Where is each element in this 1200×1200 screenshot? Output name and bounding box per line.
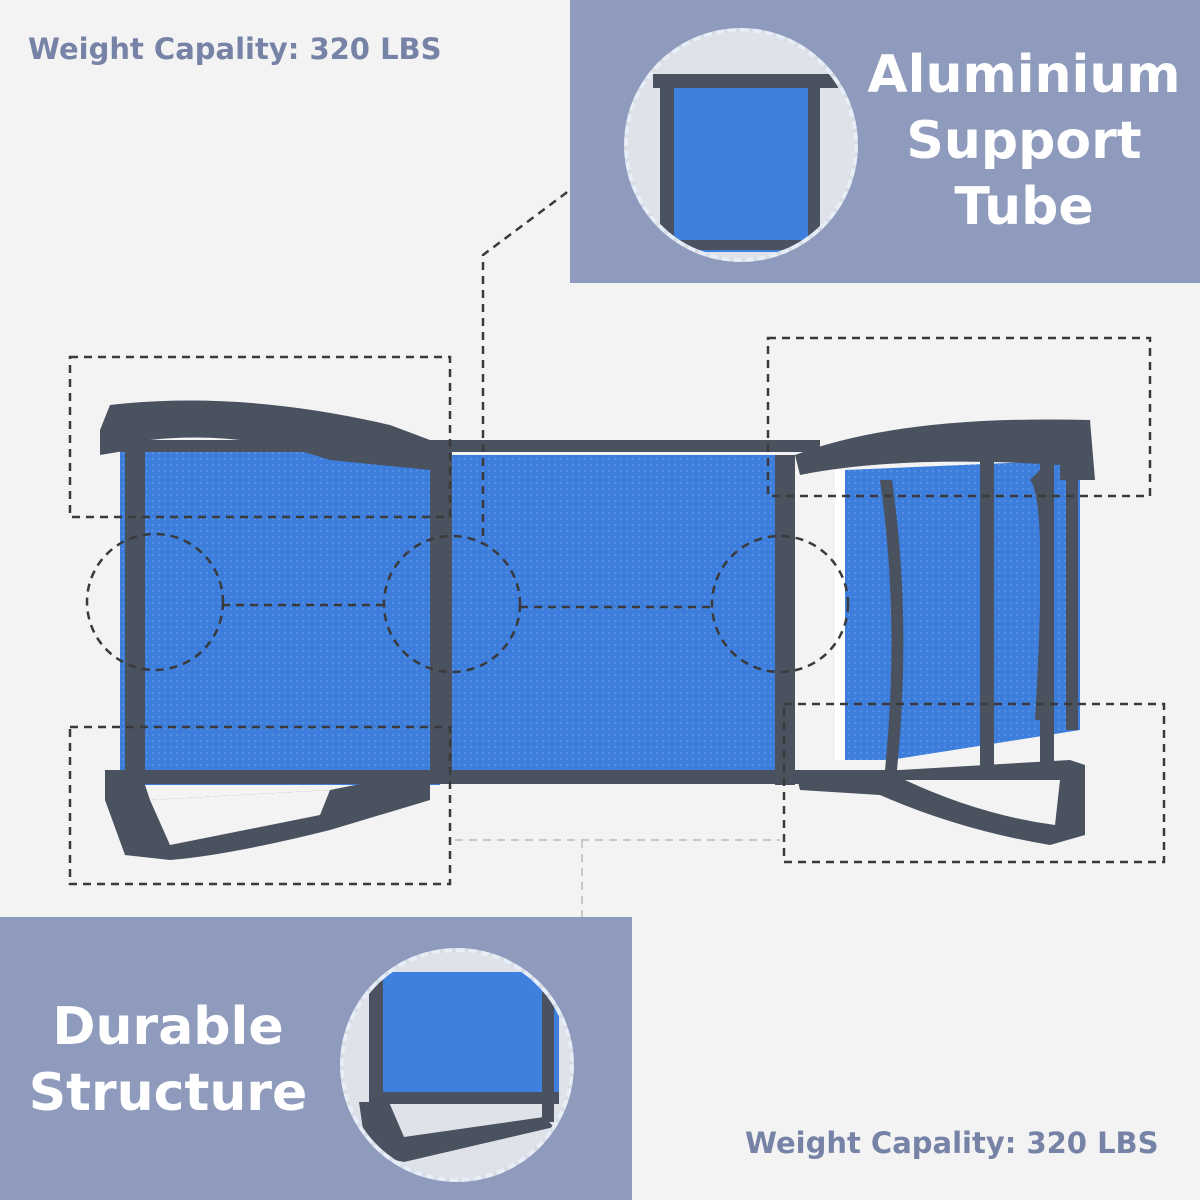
feature-title-aluminium: Aluminium Support Tube [858,42,1190,240]
lounger-fabric-center [440,455,785,775]
detail-boxes [68,188,1166,886]
feature-title-aluminium-line1: Aluminium [867,45,1181,105]
feature-title-durable: Durable Structure [18,994,318,1126]
feature-title-aluminium-line3: Tube [954,177,1094,237]
zoom-detail-durable-structure [340,948,574,1182]
aluminium-tube-closeup-image [628,32,854,258]
lounger-fabric-backrest [845,460,1080,760]
feature-title-aluminium-line2: Support [906,111,1142,171]
lounger-frame [100,400,1095,860]
lounger-fabric-left [120,440,440,785]
durable-structure-closeup-image [344,952,570,1178]
weight-capacity-label-bottom: Weight Capality: 320 LBS [745,1126,1159,1160]
zoom-detail-aluminium-tube [624,28,858,262]
weight-capacity-label-top: Weight Capality: 320 LBS [28,32,442,66]
feature-title-durable-line1: Durable [52,997,284,1057]
feature-title-durable-line2: Structure [28,1063,308,1123]
